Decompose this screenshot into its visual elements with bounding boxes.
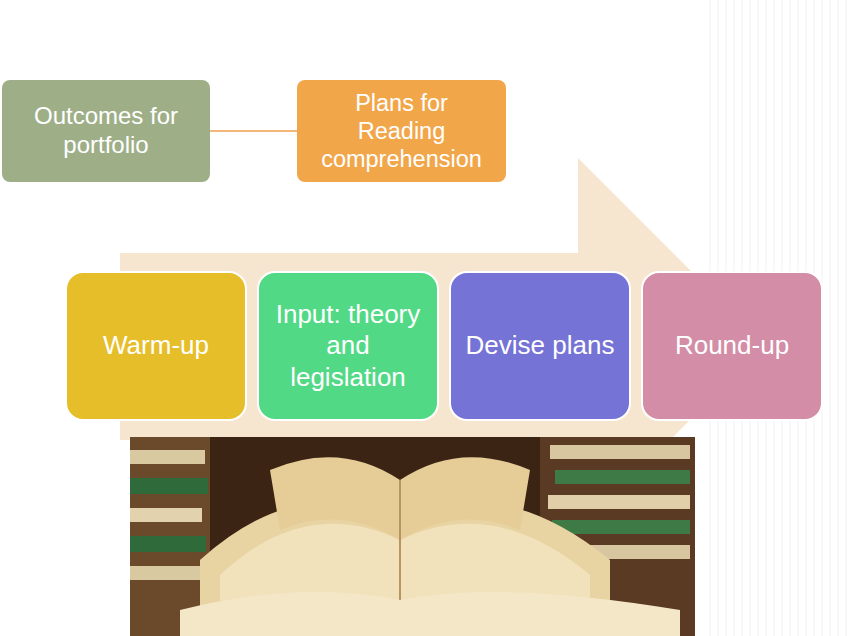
- box-label: Round-up: [675, 330, 789, 361]
- box-label: Devise plans: [466, 330, 615, 361]
- plan-box: Plans for Reading comprehension: [297, 80, 506, 182]
- box-label: Input: theory and legislation: [271, 299, 425, 393]
- step-box: Warm-up: [65, 271, 247, 421]
- step-box: Input: theory and legislation: [257, 271, 439, 421]
- box-label: Outcomes for portfolio: [14, 102, 198, 160]
- box-label: Warm-up: [103, 330, 209, 361]
- step-box: Devise plans: [449, 271, 631, 421]
- books-photo: [130, 437, 695, 636]
- step-box: Round-up: [641, 271, 823, 421]
- outcome-box: Outcomes for portfolio: [2, 80, 210, 182]
- connector-line: [210, 130, 297, 132]
- box-label: Plans for Reading comprehension: [309, 89, 494, 174]
